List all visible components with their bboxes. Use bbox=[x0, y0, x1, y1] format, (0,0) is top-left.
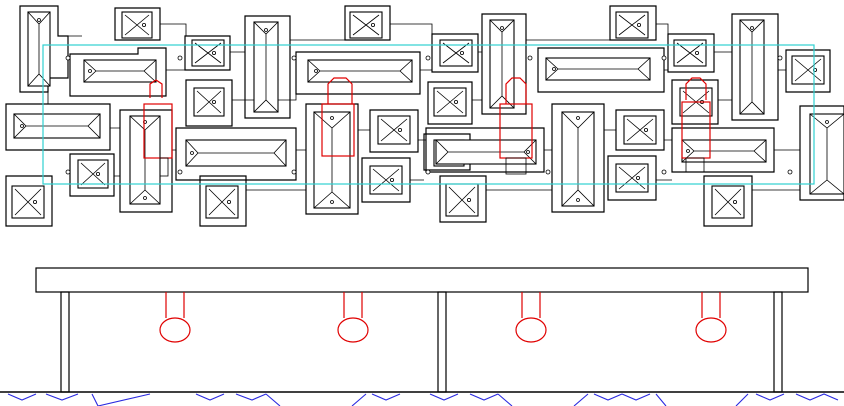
highlight-cap bbox=[685, 77, 707, 100]
elongated-element-icon bbox=[545, 57, 651, 81]
elongated-element-icon bbox=[83, 59, 157, 83]
elongated-element-icon bbox=[809, 113, 844, 195]
contact-cross-icon bbox=[193, 87, 225, 117]
ground-markers bbox=[7, 393, 839, 406]
contact-cross-icon bbox=[445, 183, 479, 217]
contact-cross-icon bbox=[205, 185, 239, 219]
highlight-cap bbox=[327, 77, 353, 104]
small-plates bbox=[159, 157, 705, 177]
columns bbox=[60, 291, 783, 393]
marker-dots bbox=[65, 55, 793, 175]
section-view bbox=[0, 267, 844, 406]
elongated-element-icon bbox=[185, 139, 287, 167]
elongated-element-icon bbox=[739, 19, 765, 115]
contact-cross-icon bbox=[377, 115, 411, 145]
round-hole-icon bbox=[695, 292, 727, 343]
elongated-element-icon bbox=[27, 11, 51, 87]
contact-cross-icon bbox=[77, 159, 109, 189]
contact-cross-icon bbox=[673, 39, 707, 67]
cell-boundary bbox=[42, 44, 815, 185]
column bbox=[60, 291, 70, 393]
contact-cross-icon bbox=[615, 11, 649, 39]
elongated-elements bbox=[13, 11, 844, 209]
contact-cross-icon bbox=[439, 39, 473, 67]
elongated-element-icon bbox=[681, 139, 767, 163]
column bbox=[437, 291, 447, 393]
contact-cross-icon bbox=[369, 165, 403, 195]
contact-cross-icon bbox=[191, 39, 225, 67]
contact-cross-icon bbox=[11, 185, 45, 219]
highlight-region bbox=[143, 103, 173, 159]
round-hole-icon bbox=[515, 292, 547, 343]
elongated-element-icon bbox=[129, 115, 161, 205]
plan-outlines bbox=[5, 5, 844, 227]
highlight-cap bbox=[505, 77, 527, 104]
round-hole-icon bbox=[159, 292, 191, 343]
contact-cross-icon bbox=[349, 11, 383, 39]
elongated-element-icon bbox=[13, 113, 101, 139]
beam bbox=[35, 267, 809, 293]
contact-cross-icon bbox=[433, 87, 467, 117]
elongated-element-icon bbox=[253, 21, 279, 113]
round-hole-icon bbox=[337, 292, 369, 343]
contact-cross-icon bbox=[615, 163, 649, 193]
elongated-element-icon bbox=[435, 139, 537, 165]
contact-cross-icon bbox=[711, 185, 745, 219]
elongated-element-icon bbox=[561, 111, 595, 207]
column bbox=[773, 291, 783, 393]
elongated-element-icon bbox=[307, 59, 413, 83]
contact-cross-icon bbox=[623, 115, 657, 145]
elongated-element-icon bbox=[313, 111, 351, 209]
highlight-region bbox=[321, 103, 355, 157]
contact-cross-icon bbox=[791, 55, 825, 85]
contact-cross-icon bbox=[121, 11, 153, 39]
elongated-element-icon bbox=[489, 19, 515, 109]
highlight-cap bbox=[149, 79, 163, 98]
